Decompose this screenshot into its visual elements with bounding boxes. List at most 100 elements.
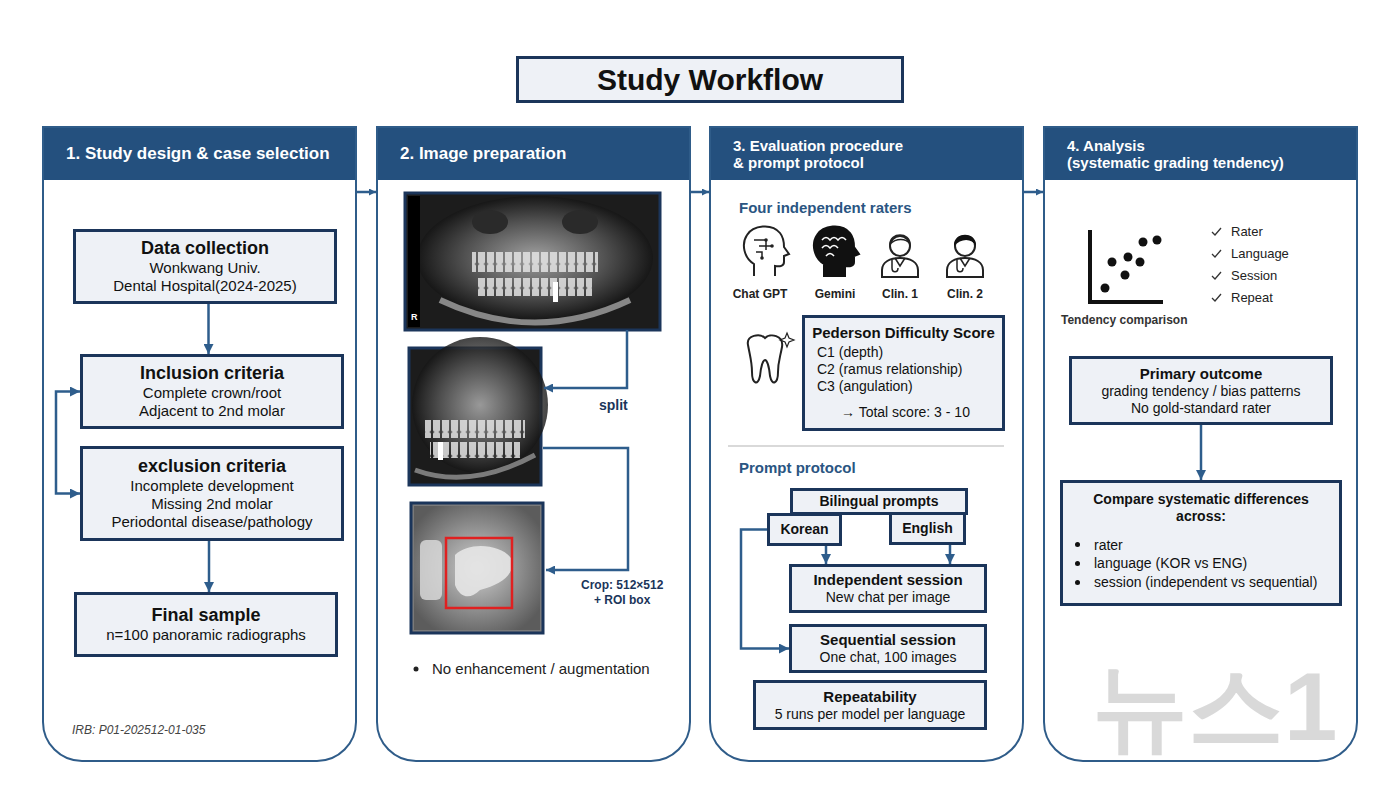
ai-head-icon bbox=[744, 226, 789, 276]
node-heading: Final sample bbox=[151, 605, 260, 627]
connector-arrow bbox=[691, 191, 709, 194]
node-text: Incomplete development bbox=[130, 477, 293, 495]
stage-panel: 1. Study design & case selectionData col… bbox=[42, 126, 357, 762]
ai-head-icon bbox=[754, 240, 772, 258]
list-row: Compare systematic differences across: bbox=[1071, 491, 1331, 525]
node-text: Wonkwang Univ. bbox=[149, 259, 260, 277]
panel-title: 2. Image preparation bbox=[400, 144, 689, 164]
orientation-mark: R bbox=[411, 312, 418, 322]
clinician-icon bbox=[882, 258, 918, 277]
connector-arrow bbox=[825, 546, 828, 564]
node-heading: Primary outcome bbox=[1140, 365, 1263, 383]
rater-name: Clin. 1 bbox=[882, 288, 918, 302]
irb-note: IRB: P01-202512-01-035 bbox=[72, 724, 205, 738]
image-flow-arrow bbox=[543, 330, 628, 570]
panoramic-radiograph bbox=[405, 193, 660, 330]
check-item: Session bbox=[1231, 269, 1277, 284]
note-text: No enhancement / augmentation bbox=[432, 660, 650, 677]
scatter-icon bbox=[1136, 258, 1145, 267]
bullet-dot bbox=[414, 667, 419, 672]
image-flow-arrow bbox=[544, 330, 627, 388]
clinician-icon bbox=[890, 236, 910, 256]
node-heading: Bilingual prompts bbox=[820, 493, 939, 510]
list-row: rater bbox=[1075, 537, 1331, 554]
node-text: Adjacent to 2nd molar bbox=[139, 402, 285, 420]
panoramic-radiograph bbox=[408, 196, 420, 327]
panel-title: 4. Analysis bbox=[1067, 137, 1356, 154]
ai-head-icon bbox=[744, 226, 789, 276]
clinician-icon bbox=[947, 235, 983, 277]
node-text: C3 (angulation) bbox=[817, 378, 998, 395]
ai-head-icon bbox=[770, 244, 774, 248]
node-text: Missing 2nd molar bbox=[151, 495, 273, 513]
bullet-dot bbox=[1075, 580, 1080, 585]
outcome-box: Primary outcomegrading tendency / bias p… bbox=[1069, 356, 1333, 425]
bullet-dot bbox=[1075, 542, 1080, 547]
ai-head-icon bbox=[822, 238, 846, 257]
rater-name: Clin. 2 bbox=[947, 288, 983, 302]
panoramic-radiograph bbox=[417, 196, 653, 320]
panel-title: 3. Evaluation procedure bbox=[733, 137, 1022, 154]
node-text: grading tendency / bias patterns bbox=[1101, 383, 1300, 400]
split-radiograph bbox=[425, 420, 525, 438]
node-heading: Pederson Difficulty Score bbox=[809, 324, 998, 342]
criteria-box: exclusion criteriaIncomplete development… bbox=[80, 446, 344, 541]
tooth-icon bbox=[780, 333, 794, 347]
scatter-icon bbox=[1121, 271, 1130, 280]
panoramic-radiograph bbox=[405, 193, 660, 330]
process-box: Repeatability5 runs per model per langua… bbox=[753, 680, 987, 730]
check-item: Rater bbox=[1231, 225, 1263, 240]
bullet-dot bbox=[1075, 561, 1080, 566]
session-box: Sequential sessionOne chat, 100 images bbox=[789, 624, 987, 673]
list-item: language (KOR vs ENG) bbox=[1094, 555, 1247, 572]
watermark: 뉴스1 bbox=[1092, 652, 1337, 762]
node-text: n=100 panoramic radiographs bbox=[106, 626, 306, 644]
list-row: language (KOR vs ENG) bbox=[1075, 555, 1331, 572]
node-heading: Sequential session bbox=[820, 631, 956, 649]
ai-head-icon bbox=[814, 226, 859, 276]
clinician-icon bbox=[947, 258, 983, 277]
split-radiograph bbox=[409, 337, 548, 485]
node-heading: Korean bbox=[780, 521, 828, 538]
panoramic-radiograph bbox=[562, 210, 598, 234]
session-box: Independent sessionNew chat per image bbox=[789, 564, 987, 613]
cropped-radiograph bbox=[420, 540, 442, 600]
panoramic-radiograph bbox=[472, 252, 598, 272]
stage-panel: 3. Evaluation procedure& prompt protocol… bbox=[709, 126, 1024, 762]
title-box: Study Workflow bbox=[516, 56, 904, 103]
connector-arrow bbox=[208, 541, 211, 592]
prompt-box: Bilingual prompts bbox=[790, 488, 968, 515]
node-text: C2 (ramus relationship) bbox=[817, 361, 998, 378]
node-text: One chat, 100 images bbox=[820, 649, 957, 666]
node-heading: English bbox=[902, 520, 953, 537]
panoramic-radiograph bbox=[472, 210, 508, 234]
clinician-icon bbox=[882, 235, 918, 277]
node-text: Complete crown/root bbox=[143, 384, 281, 402]
separator-line bbox=[728, 446, 1004, 447]
stage-panel: 4. Analysis(systematic grading tendency)… bbox=[1043, 126, 1358, 762]
step-label: Crop: 512×512 bbox=[581, 579, 663, 593]
node-heading: Data collection bbox=[141, 238, 269, 260]
check-mark bbox=[1212, 228, 1221, 301]
node-text: 5 runs per model per language bbox=[775, 706, 966, 723]
panoramic-radiograph bbox=[553, 282, 558, 302]
cropped-radiograph bbox=[414, 506, 540, 630]
connector-arrow bbox=[741, 530, 789, 649]
cropped-radiograph bbox=[411, 503, 543, 633]
split-radiograph bbox=[409, 348, 541, 485]
section-heading: Prompt protocol bbox=[739, 459, 856, 476]
connector-arrow bbox=[1200, 425, 1203, 480]
bullet-dot bbox=[414, 667, 419, 672]
rater-name: Chat GPT bbox=[733, 288, 788, 302]
node-heading: Independent session bbox=[813, 571, 962, 589]
scatter-icon bbox=[1108, 258, 1117, 267]
node-text: Periodontal disease/pathology bbox=[112, 513, 313, 531]
title-text: Study Workflow bbox=[597, 63, 823, 97]
criteria-box: Inclusion criteriaComplete crown/rootAdj… bbox=[80, 354, 344, 429]
language-box: English bbox=[889, 512, 966, 545]
node-text: No gold-standard rater bbox=[1131, 400, 1271, 417]
connector-arrow bbox=[1024, 191, 1043, 194]
ai-head-icon bbox=[764, 238, 768, 242]
stage-panel: 2. Image preparation bbox=[376, 126, 691, 762]
score-box: Pederson Difficulty ScoreC1 (depth)C2 (r… bbox=[802, 315, 1005, 431]
